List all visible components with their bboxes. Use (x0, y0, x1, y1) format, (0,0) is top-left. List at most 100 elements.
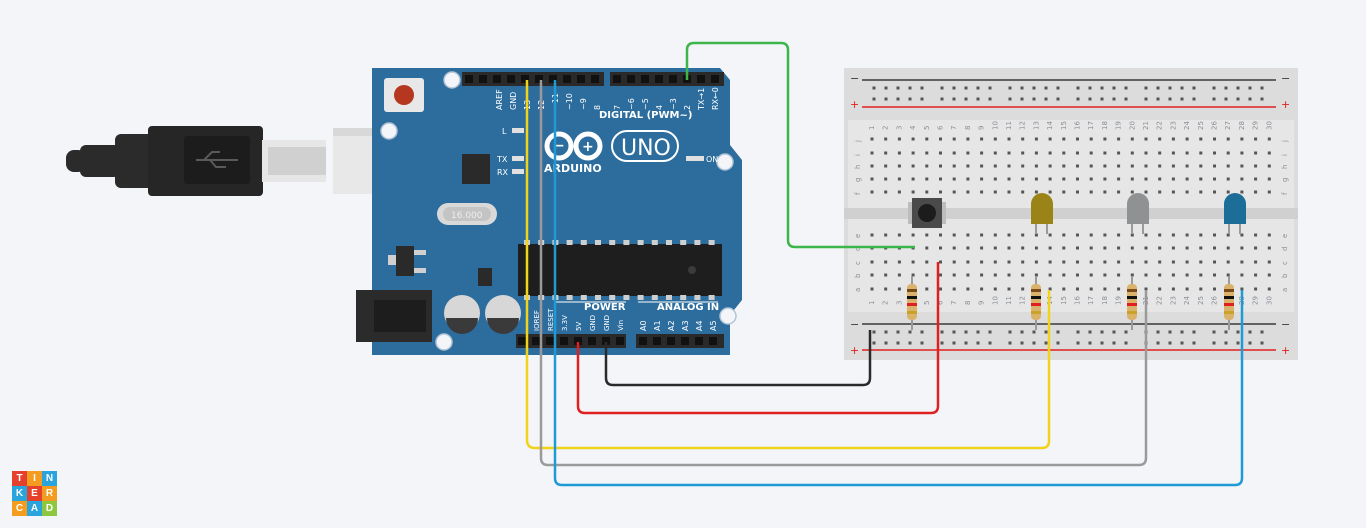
uno-badge (611, 130, 679, 162)
header-pin[interactable] (588, 337, 596, 345)
wire-gray[interactable] (539, 80, 1148, 467)
header-pin[interactable] (613, 75, 621, 83)
header-pin[interactable] (493, 75, 501, 83)
column-number: 19 (1115, 296, 1123, 305)
digital-pin-label: 8 (593, 105, 602, 110)
rail-minus-label: − (850, 318, 859, 331)
column-number: 7 (950, 126, 958, 130)
arduino-brand: ARDUINO (544, 162, 602, 175)
column-number: 25 (1197, 121, 1205, 130)
row-letter: d (1281, 247, 1289, 251)
header-pin[interactable] (518, 337, 526, 345)
power-pin-label: IOREF (533, 310, 541, 331)
wire-blue[interactable] (553, 80, 1244, 487)
analog-pin-label: A3 (681, 320, 690, 331)
analog-pin-label: A5 (709, 320, 718, 331)
column-number: 1 (868, 301, 876, 305)
header-pin[interactable] (577, 75, 585, 83)
header-pin[interactable] (507, 75, 515, 83)
header-pin[interactable] (521, 75, 529, 83)
column-number: 24 (1183, 296, 1191, 305)
on-led (686, 156, 704, 161)
column-number: 12 (1019, 296, 1027, 305)
mount-hole (443, 71, 461, 89)
resistor[interactable] (1224, 276, 1234, 330)
column-number: 17 (1087, 121, 1095, 130)
column-number: 5 (923, 126, 931, 130)
digital-pin-label: 7 (613, 105, 622, 110)
column-number: 7 (950, 301, 958, 305)
header-pin[interactable] (653, 337, 661, 345)
column-number: 30 (1265, 121, 1273, 130)
tx-label: TX (496, 155, 508, 164)
header-pin[interactable] (602, 337, 610, 345)
header-pin[interactable] (560, 337, 568, 345)
rail-minus-label: − (850, 72, 859, 85)
rail-minus-label: − (1281, 318, 1290, 331)
header-pin[interactable] (681, 337, 689, 345)
header-pin[interactable] (616, 337, 624, 345)
arduino-infinity-logo (544, 131, 603, 161)
power-jack[interactable] (356, 290, 432, 342)
digital-pin-label: ~9 (579, 98, 588, 110)
wires[interactable] (525, 41, 1244, 487)
power-pin-label: Vin (617, 320, 625, 331)
header-pin[interactable] (667, 337, 675, 345)
header-pin[interactable] (639, 337, 647, 345)
digital-pin-label: ~3 (669, 98, 678, 110)
resistor[interactable] (1031, 276, 1041, 330)
on-label: ON (706, 155, 718, 164)
header-pin[interactable] (563, 75, 571, 83)
wire-yellow[interactable] (525, 80, 1051, 450)
reset-button[interactable] (384, 78, 424, 112)
header-pin[interactable] (549, 75, 557, 83)
header-pin[interactable] (532, 337, 540, 345)
led-white[interactable] (1127, 193, 1149, 234)
header-pin[interactable] (641, 75, 649, 83)
column-number: 11 (1005, 296, 1013, 305)
rail-plus-label: + (1281, 344, 1290, 357)
header-pin[interactable] (709, 337, 717, 345)
row-letter: h (1281, 165, 1289, 169)
logo-letter: T (12, 471, 27, 486)
column-number: 1 (868, 126, 876, 130)
header-pin[interactable] (695, 337, 703, 345)
digital-header-right (610, 72, 724, 86)
column-number: 9 (978, 126, 986, 130)
wire-black[interactable] (604, 330, 872, 387)
column-number: 30 (1265, 296, 1273, 305)
logo-letter: C (12, 501, 27, 516)
header-pin[interactable] (711, 75, 719, 83)
row-letter: e (1281, 234, 1289, 238)
pushbutton[interactable] (908, 198, 946, 228)
wire-green[interactable] (685, 41, 915, 249)
analog-pin-label: A0 (639, 320, 648, 331)
small-transistor (478, 268, 492, 286)
header-pin[interactable] (535, 75, 543, 83)
header-pin[interactable] (479, 75, 487, 83)
column-number: 10 (991, 121, 999, 130)
uno-model: UNO (621, 136, 671, 161)
header-pin[interactable] (574, 337, 582, 345)
column-number: 8 (964, 126, 972, 130)
digital-pin-label: ~5 (641, 98, 650, 110)
header-pin[interactable] (591, 75, 599, 83)
led-blue[interactable] (1224, 193, 1246, 234)
power-pin-label: GND (603, 315, 611, 331)
column-number: 13 (1032, 121, 1040, 130)
header-pin[interactable] (465, 75, 473, 83)
header-pin[interactable] (697, 75, 705, 83)
led-yellow[interactable] (1031, 193, 1053, 234)
resistor[interactable] (1127, 276, 1137, 330)
header-pin[interactable] (669, 75, 677, 83)
header-pin[interactable] (546, 337, 554, 345)
resistor[interactable] (907, 276, 917, 330)
column-number: 18 (1101, 121, 1109, 130)
usb-cable[interactable] (66, 126, 425, 196)
wire-red[interactable] (576, 262, 940, 415)
header-pin[interactable] (627, 75, 635, 83)
header-pin[interactable] (655, 75, 663, 83)
